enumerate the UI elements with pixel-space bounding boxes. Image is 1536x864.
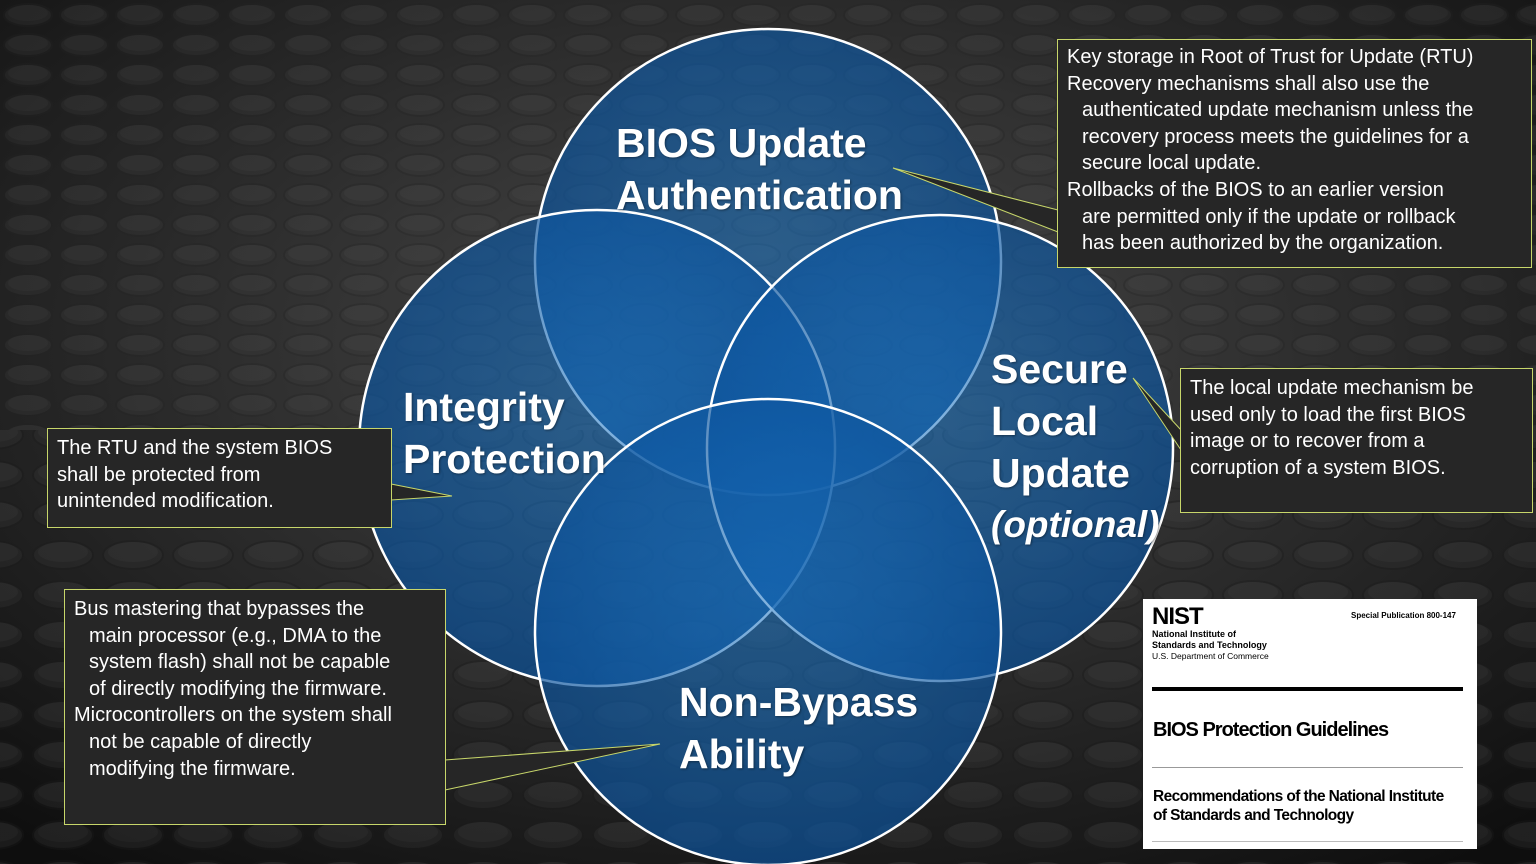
label-line: BIOS Update (616, 120, 867, 166)
label-line: Integrity (403, 384, 565, 430)
callout-line: Recovery mechanisms shall also use the (1067, 72, 1430, 95)
divider (1152, 841, 1463, 842)
org-line: Standards and Technology (1152, 639, 1267, 650)
circle-non-bypass-ability (533, 397, 1003, 864)
label-bios-update-authentication: BIOS Update Authentication (616, 117, 903, 221)
callout-line: has been authorized by the organization. (1082, 232, 1444, 255)
callout-line: shall be protected from (57, 463, 261, 486)
callout-line: main processor (e.g., DMA to the (89, 624, 382, 647)
label-line: Local (991, 398, 1099, 444)
label-secure-local-update: Secure Local Update (optional) (991, 343, 1160, 551)
callout-line: of directly modifying the firmware. (89, 677, 387, 700)
callout-rtu: Key storage in Root of Trust for Update … (1057, 39, 1532, 268)
nist-series: Special Publication 800-147 (1351, 611, 1456, 620)
subtitle-line: Recommendations of the National Institut… (1153, 788, 1444, 805)
label-line: Protection (403, 436, 606, 482)
label-line: Update (991, 450, 1130, 496)
callout-line: used only to load the first BIOS (1190, 403, 1466, 426)
callout-line: image or to recover from a (1190, 430, 1425, 453)
org-line: National Institute of (1152, 629, 1236, 639)
label-line: Ability (679, 731, 805, 777)
subtitle-line: of Standards and Technology (1153, 807, 1354, 824)
nist-department: U.S. Department of Commerce (1152, 651, 1269, 661)
label-line: Authentication (616, 172, 903, 218)
callout-line: The RTU and the system BIOS (57, 437, 333, 459)
callout-line: system flash) shall not be capable (89, 651, 391, 674)
callout-line: secure local update. (1082, 152, 1262, 175)
callout-line: recovery process meets the guidelines fo… (1082, 125, 1469, 148)
callout-line: The local update mechanism be (1190, 377, 1474, 399)
callout-integrity: The RTU and the system BIOS shall be pro… (47, 428, 392, 528)
divider (1152, 767, 1463, 768)
callout-line: authenticated update mechanism unless th… (1082, 99, 1474, 122)
callout-line: Rollbacks of the BIOS to an earlier vers… (1067, 178, 1444, 201)
callout-line: Key storage in Root of Trust for Update … (1067, 46, 1474, 68)
label-line: Non-Bypass (679, 679, 919, 725)
callout-line: modifying the firmware. (89, 757, 296, 780)
nist-logo: NIST (1152, 603, 1204, 630)
label-line: Secure (991, 346, 1128, 392)
nist-org-name: National Institute of Standards and Tech… (1152, 629, 1267, 650)
callout-line: corruption of a system BIOS. (1190, 456, 1446, 479)
nist-doc-subtitle: Recommendations of the National Institut… (1153, 787, 1444, 825)
label-non-bypass-ability: Non-Bypass Ability (679, 676, 918, 780)
nist-document-cover: NIST National Institute of Standards and… (1143, 599, 1477, 849)
callout-line: Microcontrollers on the system shall (74, 704, 392, 727)
callout-line: unintended modification. (57, 490, 274, 513)
divider (1152, 687, 1463, 691)
callout-line: not be capable of directly (89, 730, 312, 753)
callout-bypass: Bus mastering that bypasses the main pro… (64, 589, 446, 825)
callout-line: Bus mastering that bypasses the (74, 598, 365, 620)
callout-line: are permitted only if the update or roll… (1082, 205, 1456, 228)
label-integrity-protection: Integrity Protection (403, 381, 606, 485)
label-optional: (optional) (991, 504, 1160, 545)
nist-doc-title: BIOS Protection Guidelines (1153, 719, 1389, 741)
callout-local-update: The local update mechanism be used only … (1180, 368, 1533, 513)
